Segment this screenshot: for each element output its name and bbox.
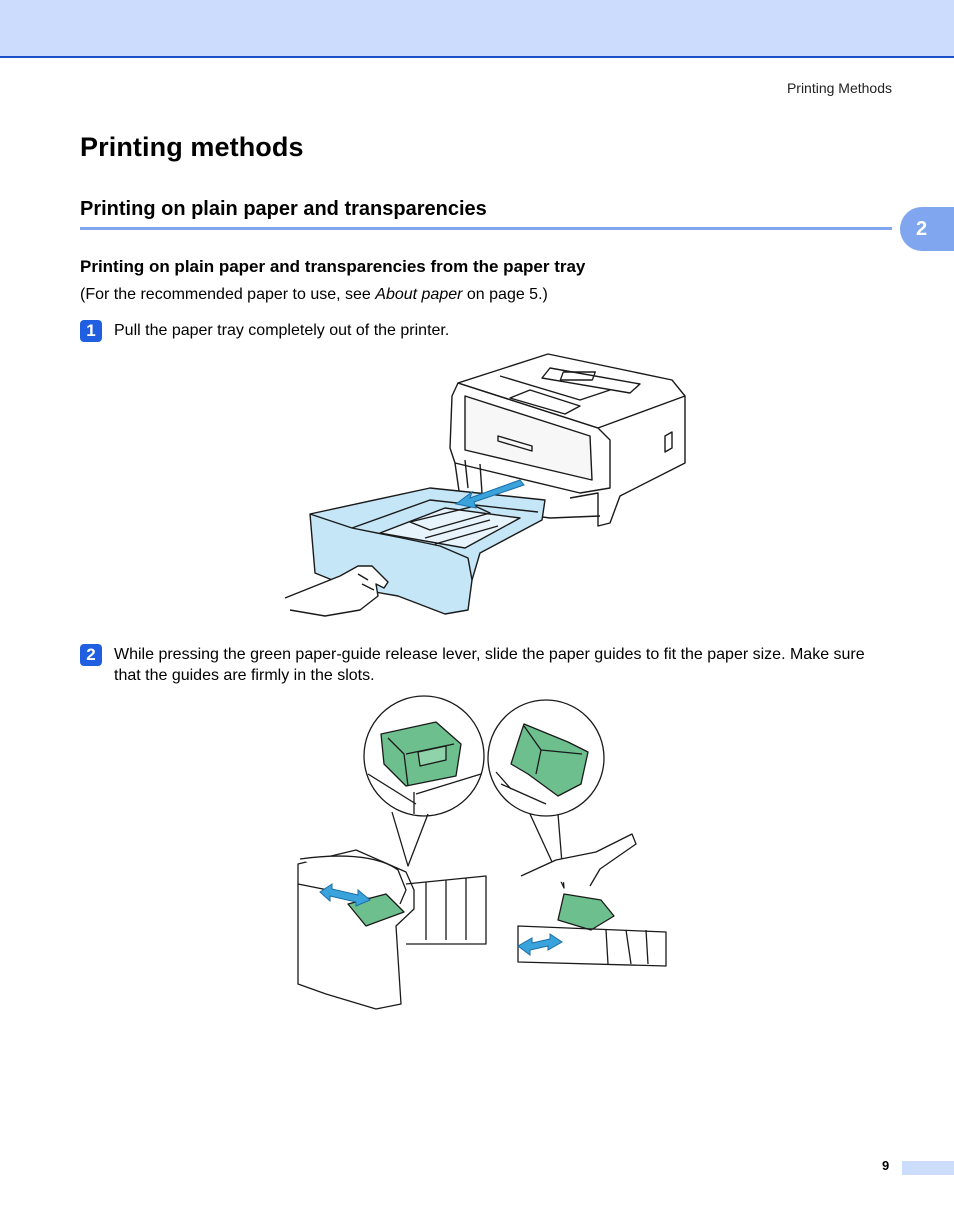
section-title: Printing on plain paper and transparenci… [80, 198, 487, 220]
about-paper-reference[interactable]: About paper [375, 286, 463, 303]
chapter-number: 2 [916, 217, 928, 240]
page-number-bar [902, 1161, 954, 1175]
section-rule [80, 227, 892, 230]
intro-text-before: (For the recommended paper to use, see [80, 286, 376, 303]
step-2: 2 While pressing the green paper-guide r… [80, 644, 890, 688]
running-head: Printing Methods [786, 80, 892, 96]
step-number-badge: 2 [80, 644, 102, 666]
header-band [0, 0, 954, 58]
intro-text-after: on page 5.) [462, 286, 548, 303]
page-title: Printing methods [80, 132, 304, 162]
subsection-title: Printing on plain paper and transparenci… [80, 257, 586, 276]
paper-guide-illustration [297, 695, 667, 1010]
printer-tray-illustration [284, 353, 686, 617]
chapter-tab: 2 [900, 207, 954, 251]
step-1: 1 Pull the paper tray completely out of … [80, 320, 890, 344]
step-number-badge: 1 [80, 320, 102, 342]
step-text: While pressing the green paper-guide rel… [114, 646, 865, 684]
intro-paragraph: (For the recommended paper to use, see A… [80, 286, 548, 304]
step-text: Pull the paper tray completely out of th… [114, 322, 450, 339]
page-number: 9 [882, 1158, 890, 1173]
